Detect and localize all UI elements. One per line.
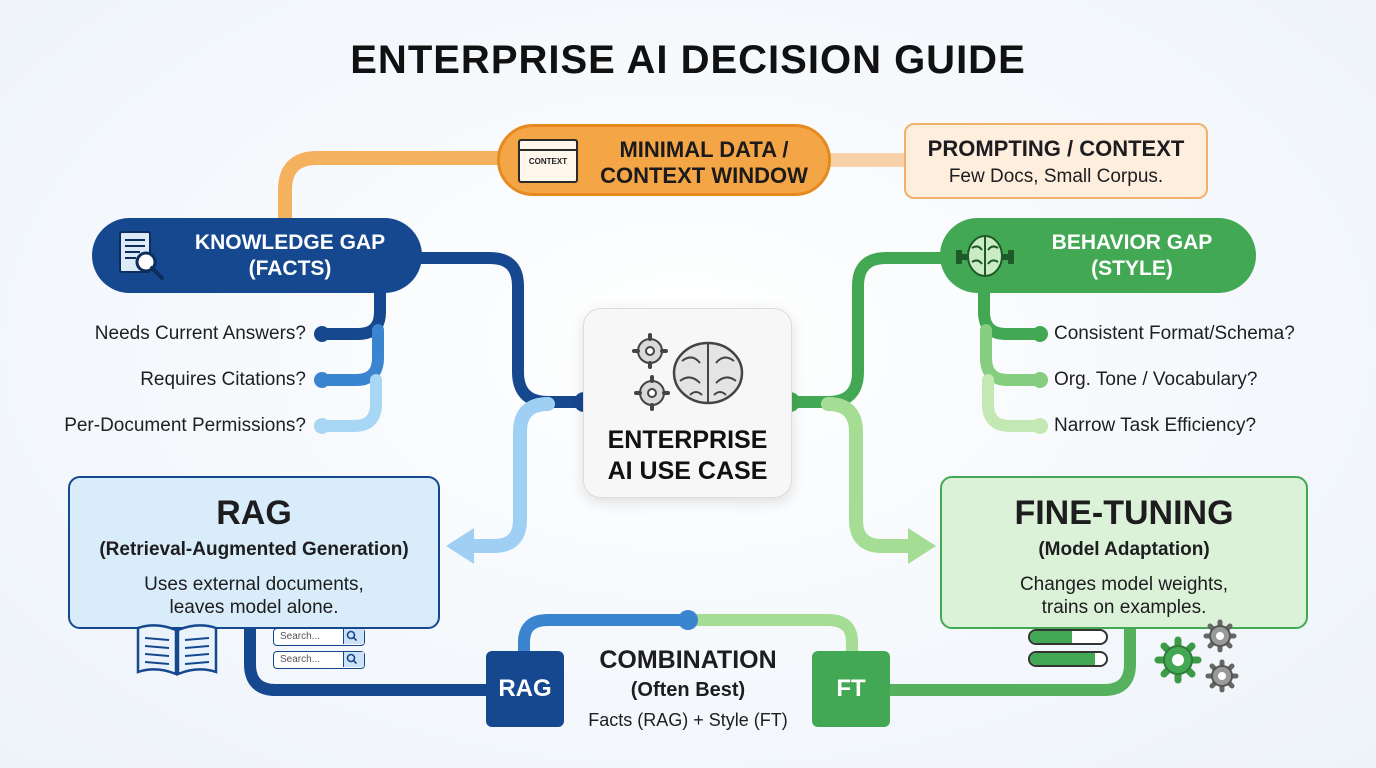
context-window-icon: CONTEXT [518,139,578,183]
combination-description: Facts (RAG) + Style (FT) [588,710,788,730]
progress-fill [1030,653,1095,665]
progress-fill [1030,631,1072,643]
minimal-data-line2: CONTEXT WINDOW [600,163,808,188]
rag-heading: RAG [216,494,292,532]
behavior-question: Narrow Task Efficiency? [1054,415,1257,436]
rag-subheading: (Retrieval-Augmented Generation) [99,539,409,560]
fine-tuning-node: FINE-TUNING (Model Adaptation) Changes m… [940,476,1308,629]
knowledge-question: Needs Current Answers? [94,323,306,344]
ft-description: Changes model weights, trains on example… [1019,574,1229,618]
search-icon[interactable] [343,629,364,644]
search-input[interactable]: Search... [273,628,365,646]
knowledge-gap-node: KNOWLEDGE GAP (FACTS) [92,218,422,293]
brain-gears-icon [632,333,744,411]
gears-icon [1154,619,1239,693]
training-progress-bar [1028,651,1108,667]
combo-rag-badge: RAG [486,651,564,727]
center-line1: ENTERPRISE [607,426,768,454]
prompting-subtitle: Few Docs, Small Corpus. [948,166,1164,187]
minimal-data-node: CONTEXT MINIMAL DATA / CONTEXT WINDOW [497,124,831,196]
rag-description: Uses external documents, leaves model al… [144,574,364,618]
ft-heading: FINE-TUNING [1014,494,1234,532]
behavior-gap-node: BEHAVIOR GAP (STYLE) [940,218,1256,293]
minimal-data-line1: MINIMAL DATA / [619,137,789,162]
combination-heading: COMBINATION [599,646,777,674]
search-icon[interactable] [343,652,364,667]
open-book-icon [136,624,218,676]
behavior-gap-line2: (STYLE) [1091,257,1173,280]
training-progress-bar [1028,629,1108,645]
rag-node: RAG (Retrieval-Augmented Generation) Use… [68,476,440,629]
document-search-icon [119,231,164,280]
brain-dumbbell-icon [956,235,1014,277]
behavior-question: Consistent Format/Schema? [1054,323,1295,344]
page-title: ENTERPRISE AI DECISION GUIDE [350,38,1026,82]
center-line2: AI USE CASE [607,457,768,485]
knowledge-gap-line2: (FACTS) [248,257,332,280]
prompting-heading: PROMPTING / CONTEXT [927,136,1185,161]
ft-subheading: (Model Adaptation) [1038,539,1210,560]
enterprise-use-case-node: ENTERPRISE AI USE CASE [583,308,792,498]
prompting-node: PROMPTING / CONTEXT Few Docs, Small Corp… [904,123,1208,199]
combination-node: COMBINATION (Often Best) Facts (RAG) + S… [575,646,801,731]
combo-ft-badge: FT [812,651,890,727]
combination-subheading: (Often Best) [630,679,746,701]
search-input[interactable]: Search... [273,651,365,669]
knowledge-question: Per-Document Permissions? [64,415,306,436]
knowledge-question: Requires Citations? [140,369,306,390]
behavior-question: Org. Tone / Vocabulary? [1054,369,1258,390]
behavior-gap-line1: BEHAVIOR GAP [1051,231,1213,254]
knowledge-gap-line1: KNOWLEDGE GAP [194,231,386,254]
